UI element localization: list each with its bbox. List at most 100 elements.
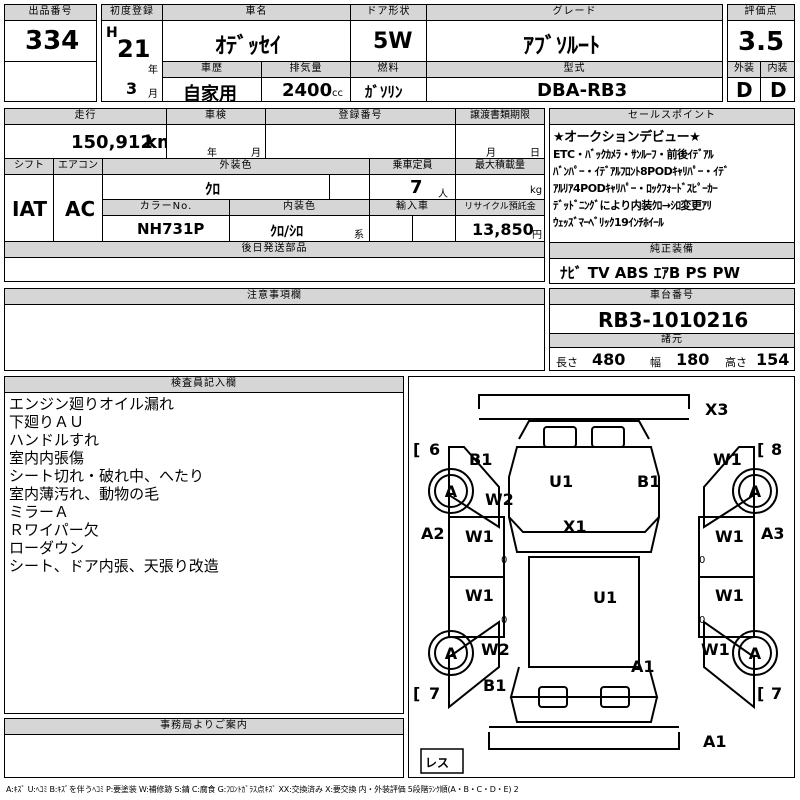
aircon: AC [65,197,96,221]
shift-label: シフト [4,158,54,175]
tread-rear-left: 7 [429,684,440,703]
car-name: ｵﾃﾞｯｾｲ [215,34,282,59]
grade: ｱﾌﾞｿﾙｰﾄ [523,34,601,59]
mark-b1-top: B1 [637,472,660,491]
lot-number: 334 [25,26,80,56]
shift: IAT [12,197,48,221]
capacity-label: 乗車定員 [369,158,456,175]
car-name-label: 車名 [162,4,351,21]
score-cell: 3.5 [727,20,795,62]
shift-cell: IAT [4,174,54,242]
dimensions-cell: 長さ 480 幅 180 高さ 154 [549,347,795,371]
tire-grade-fl: A [445,482,458,501]
tire-grade-rl: A [445,644,458,663]
mark-a2: A2 [421,524,445,543]
chassis-number-cell: RB3-1010216 [549,304,795,334]
mark-w1-front-right: W1 [713,450,742,469]
interior-color-cell: ｸﾛ/ｼﾛ 系 [229,215,370,242]
tire-rear-left [428,630,474,676]
tread-front-left: 6 [429,440,440,459]
mileage-unit: km [145,132,166,153]
rear-hatch [510,696,658,723]
import-sub-cell [412,215,456,242]
notes-box [4,304,545,371]
mark-b1-rear-left: B1 [483,676,506,695]
inspector-note: シート切れ・破れ中、へたり [9,467,205,485]
width-label: 幅 [650,356,661,369]
inspector-note: 室内薄汚れ、動物の毛 [9,485,160,503]
exterior-grade: D [736,78,753,102]
headlight-left [543,426,577,448]
sales-point-line: ★オークションデビュー★ [553,130,701,145]
registration-number-cell [265,124,456,159]
sales-points-label: セールスポイント [549,108,795,125]
mileage-label: 走行 [4,108,167,125]
dimensions-label: 諸元 [549,333,795,348]
tread-front-right: 8 [771,440,782,459]
chassis-number-label: 車台番号 [549,288,795,305]
length-label: 長さ [556,356,578,369]
mark-u1-top: U1 [549,472,573,491]
car-name-cell: ｵﾃﾞｯｾｲ [162,20,351,62]
history: 自家用 [183,84,237,102]
equipment-label: 純正装備 [549,242,795,259]
mileage-cell: 150,912 km [4,124,167,159]
equipment-cell: ﾅﾋﾞ TV ABS ｴｱB PS PW [549,258,795,284]
spare-label: レス [425,756,449,770]
chassis-number: RB3-1010216 [598,308,749,332]
capacity-cell: 7 人 [369,174,456,200]
left-fender-front [448,446,500,529]
sales-point-line: ETC・ﾊﾞｯｸｶﾒﾗ・ｻﾝﾙｰﾌ・前後ｲﾃﾞｱﾙ [553,148,714,161]
inspector-notes-box: エンジン廻りオイル漏れ 下廻りＡＵ ハンドルすれ 室内内張傷 シート切れ・破れ中… [4,392,404,714]
mileage: 150,912 [71,132,153,153]
displacement-cell: 2400 cc [261,77,351,102]
right-fender-front [703,446,755,529]
model: DBA-RB3 [537,80,628,101]
mark-w1-right-rear: W1 [715,586,744,605]
exterior-label: 外装 [727,61,761,78]
interior-color: ｸﾛ/ｼﾛ [270,224,304,240]
taillight-left [538,686,568,708]
left-door-rear [448,576,505,638]
recycle-fee: 13,850 [472,220,534,239]
door-label: ドア形状 [350,4,427,21]
year-unit: 年 [148,65,158,76]
rear-bumper-outline [488,732,680,750]
recycle-unit: 円 [532,230,542,241]
inspector-note: ハンドルすれ [9,431,100,449]
zero-mark: 0 [501,555,507,566]
interior-color-label: 内装色 [229,199,370,216]
era-mark: H [106,25,118,41]
max-load-label: 最大積載量 [455,158,545,175]
zero-mark: 0 [501,615,507,626]
equipment-items: ﾅﾋﾞ TV ABS ｴｱB PS PW [560,264,741,282]
transfer-deadline-cell: 月 日 [455,124,545,159]
max-load-unit: kg [530,185,543,196]
sales-point-line: ｳｪｯｽﾞﾏｰﾍﾞﾘｯｸ19ｲﾝﾁﾎｲｰﾙ [553,216,664,229]
cabin-front [508,446,660,533]
displacement: 2400 [282,80,333,101]
interior-label: 内装 [760,61,795,78]
exterior-color-label: 外装色 [102,158,370,175]
hood-outline [518,420,650,440]
door-cell: 5W [350,20,427,62]
score-label: 評価点 [727,4,795,21]
door-type: 5W [373,29,413,54]
first-registration-cell: H 21 年 3 月 [101,20,163,102]
damage-diagram-box: [ 6 [ 8 [ 7 [ 7 A A A A X3 B1 W1 U1 B1 W… [408,376,795,778]
inspector-note: シート、ドア内張、天張り改造 [9,557,219,575]
inspection-year-unit: 年 [207,148,217,159]
model-label: 型式 [426,61,723,78]
mark-a1-bottom: A1 [703,732,727,751]
width-value: 180 [676,350,710,369]
lot-number-cell: 334 [4,20,97,62]
tire-front-right-inner [738,474,772,508]
inspector-note: エンジン廻りオイル漏れ [9,395,175,413]
notes-label: 注意事項欄 [4,288,545,305]
grade-cell: ｱﾌﾞｿﾙｰﾄ [426,20,723,62]
roof-outline [528,556,640,668]
transfer-month-unit: 月 [486,148,496,159]
interior-cell: D [760,77,795,102]
recycle-cell: 13,850 円 [455,215,545,242]
exterior-color: ｸﾛ [205,180,221,198]
